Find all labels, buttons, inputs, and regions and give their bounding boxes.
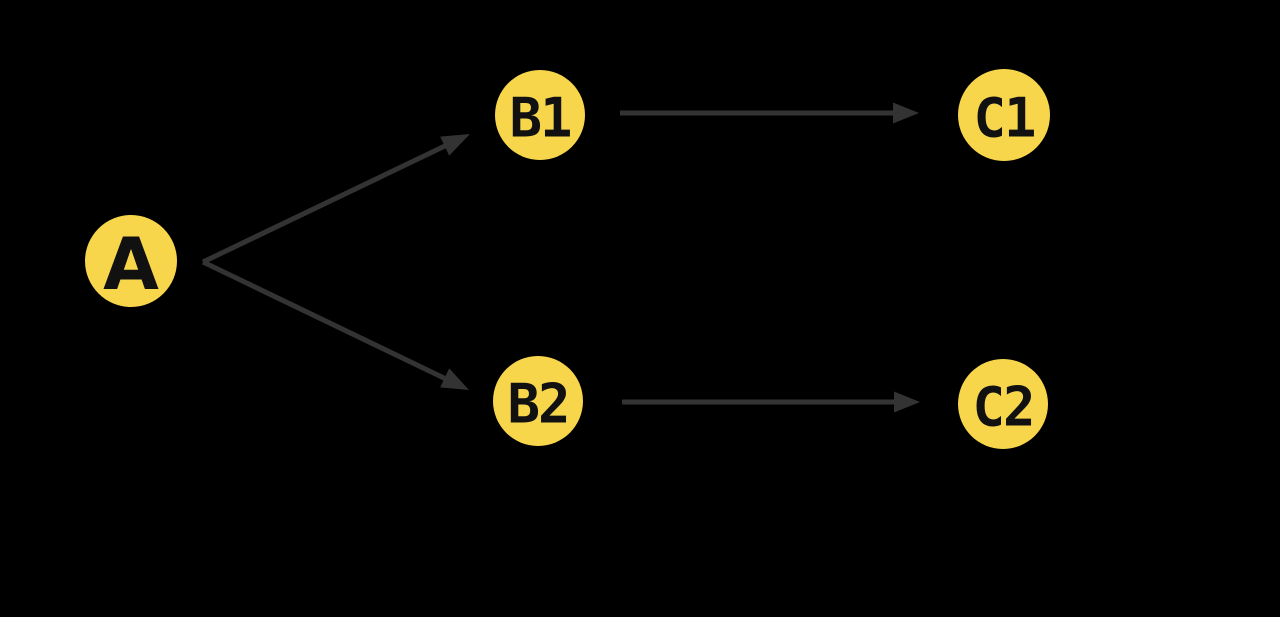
node-a-circle	[85, 215, 177, 307]
node-c2-circle	[958, 359, 1048, 449]
node-a: A	[85, 215, 177, 307]
arrowhead-icon-a-b2	[440, 368, 469, 390]
node-b1: B1	[495, 70, 585, 160]
node-b2-circle	[493, 356, 583, 446]
edge-b1-c1	[620, 102, 919, 124]
node-b1-circle	[495, 70, 585, 160]
node-b1-label: B1	[509, 87, 570, 150]
node-c1-circle	[958, 69, 1050, 161]
arrowhead-icon-b1-c1	[893, 102, 919, 124]
edge-line-a-b1	[201, 142, 449, 265]
edge-b2-c2	[622, 391, 920, 413]
arrowhead-icon-a-b1	[440, 134, 470, 156]
node-c1-label: C1	[973, 87, 1034, 150]
node-c1: C1	[958, 69, 1050, 161]
node-c2-label: C2	[972, 376, 1033, 439]
edge-a-b2	[201, 259, 469, 390]
node-a-label: A	[103, 222, 159, 306]
node-b2: B2	[493, 356, 583, 446]
node-b2-label: B2	[507, 373, 568, 436]
edge-line-a-b2	[201, 259, 448, 382]
edge-a-b1	[201, 134, 470, 265]
arrowhead-icon-b2-c2	[894, 391, 920, 413]
node-c2: C2	[958, 359, 1048, 449]
